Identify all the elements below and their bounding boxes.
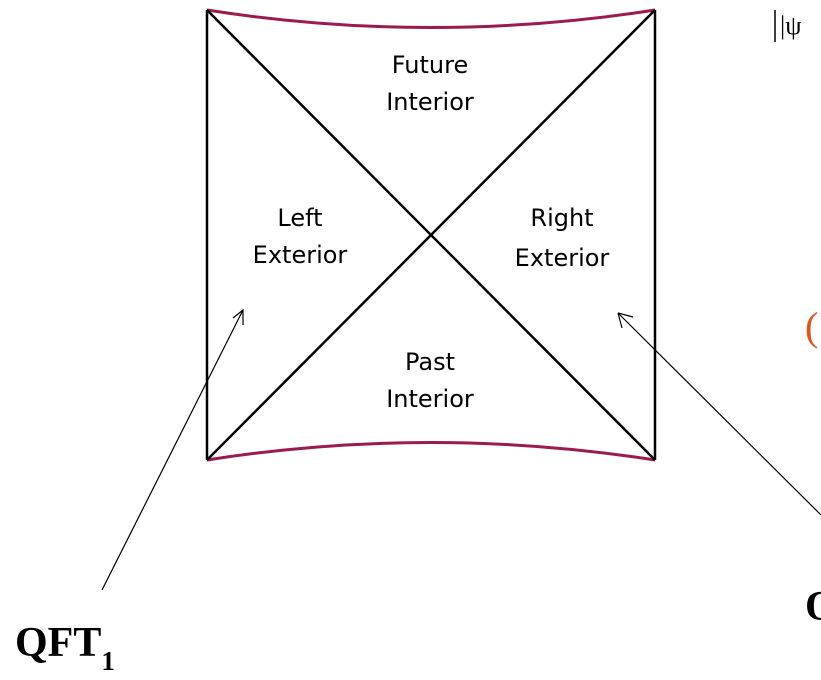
- future-interior-label-line2: Interior: [386, 88, 474, 116]
- qft1-arrow-head: [232, 308, 244, 325]
- past-singularity-curve: [206, 441, 656, 462]
- right-arrow-line: [617, 312, 821, 516]
- psi-fragment: |ψ: [780, 11, 801, 40]
- horizon-diagonal-2: [206, 9, 656, 461]
- right-arrow-head: [617, 312, 634, 329]
- qft1-label: QFT1: [15, 620, 115, 676]
- past-interior-label-line2: Interior: [386, 385, 474, 413]
- orange-fragment: (: [805, 304, 818, 349]
- future-singularity-curve: [206, 8, 656, 29]
- future-interior-label-line1: Future: [392, 51, 468, 79]
- left-exterior-label-line1: Left: [277, 204, 322, 232]
- right-qft-fragment: Q: [805, 584, 821, 630]
- past-interior-label-line1: Past: [405, 348, 455, 376]
- qft1-arrow-line: [101, 309, 244, 591]
- right-exterior-label-line2: Exterior: [515, 244, 610, 272]
- right-exterior-label-line1: Right: [530, 204, 593, 232]
- left-exterior-label-line2: Exterior: [253, 241, 348, 269]
